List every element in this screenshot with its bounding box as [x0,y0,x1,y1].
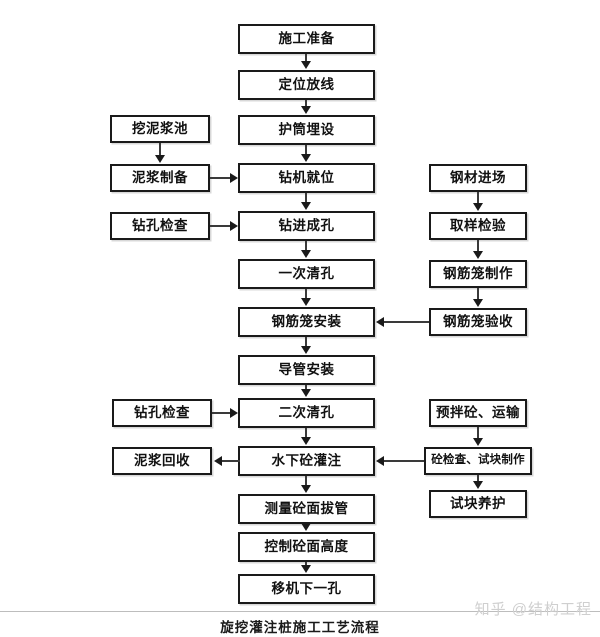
connector-r6-c10 [384,460,424,462]
node-gangjinlong-yanshou[interactable]: 钢筋笼验收 [429,308,527,336]
connector-l1-l2 [159,143,161,156]
node-zuanji-jiuwei[interactable]: 钻机就位 [238,163,375,193]
node-wa-nijiangchi[interactable]: 挖泥浆池 [110,115,210,143]
node-yuban-tong-yunshu[interactable]: 预拌砼、运输 [429,399,527,427]
node-kongzhi-tongmian-gaodu[interactable]: 控制砼面高度 [238,532,375,562]
connector-c3-c4 [305,145,307,155]
node-shikuai-yanghu[interactable]: 试块养护 [429,490,527,518]
arrow-l1-l2 [155,155,165,163]
arrow-l3-c5 [230,221,238,231]
connector-c6-c7 [305,289,307,299]
node-yiji-xiayikong[interactable]: 移机下一孔 [238,574,375,604]
arrow-r6-r7 [473,481,483,489]
arrow-c12-c13 [301,565,311,573]
connector-r5-r6 [477,427,479,439]
connector-r4-c7 [384,321,429,323]
arrow-l2-c4 [230,173,238,183]
node-zuankong-jiancha-top[interactable]: 钻孔检查 [110,212,210,240]
connector-c5-c6 [305,241,307,251]
connector-c12-c13 [305,562,307,567]
connector-c9-c10 [305,428,307,438]
arrow-c10-l5 [214,456,222,466]
arrow-c4-c5 [301,202,311,210]
connector-l3-c5 [210,225,231,227]
node-tong-jiancha-shikuai-zhizuo[interactable]: 砼检查、试块制作 [424,447,532,475]
connector-c7-c8 [305,337,307,347]
node-nijiang-zhibei[interactable]: 泥浆制备 [110,164,210,192]
connector-r2-r3 [477,240,479,252]
arrow-c10-c11 [301,485,311,493]
connector-l2-c4 [210,177,231,179]
node-dingwei-fangxian[interactable]: 定位放线 [238,70,375,100]
connector-r3-r4 [477,288,479,300]
node-celiang-tongmian-baguan[interactable]: 测量砼面拔管 [238,494,375,524]
arrow-c1-c2 [301,61,311,69]
arrow-r2-r3 [473,251,483,259]
connector-r1-r2 [477,192,479,204]
arrow-r1-r2 [473,203,483,211]
arrow-c6-c7 [301,298,311,306]
caption-divider [0,611,600,612]
arrow-r3-r4 [473,299,483,307]
node-gangjinlong-zhizuo[interactable]: 钢筋笼制作 [429,260,527,288]
arrow-c3-c4 [301,154,311,162]
connector-c2-c3 [305,100,307,107]
watermark: 知乎 @结构工程 [474,601,592,618]
arrow-c5-c6 [301,250,311,258]
node-nijiang-huishou[interactable]: 泥浆回收 [112,447,212,475]
node-yici-qingkong[interactable]: 一次清孔 [238,259,375,289]
node-shuixia-tong-guanzhu[interactable]: 水下砼灌注 [238,446,375,476]
node-shigong-zhunbei[interactable]: 施工准备 [238,24,375,54]
arrow-r4-c7 [376,317,384,327]
node-zuanjin-chengkong[interactable]: 钻进成孔 [238,211,375,241]
node-zuankong-jiancha-bottom[interactable]: 钻孔检查 [112,399,212,427]
node-erci-qingkong[interactable]: 二次清孔 [238,398,375,428]
node-gangcai-jinchang[interactable]: 钢材进场 [429,164,527,192]
arrow-r5-r6 [473,438,483,446]
node-daoguan-anzhuang[interactable]: 导管安装 [238,355,375,385]
arrow-r6-c10 [376,456,384,466]
node-gangjinlong-anzhuang[interactable]: 钢筋笼安装 [238,307,375,337]
connector-r6-r7 [477,475,479,482]
node-hutong-maishe[interactable]: 护筒埋设 [238,115,375,145]
arrow-c2-c3 [301,106,311,114]
connector-c10-l5 [222,460,240,462]
connector-c4-c5 [305,193,307,203]
connector-c8-c9 [305,385,307,390]
connector-l4-c9 [212,412,231,414]
diagram-caption: 旋挖灌注桩施工工艺流程 [220,620,380,635]
arrow-c11-c12 [301,523,311,531]
connector-c10-c11 [305,476,307,486]
arrow-c7-c8 [301,346,311,354]
arrow-c9-c10 [301,437,311,445]
connector-c1-c2 [305,54,307,62]
arrow-c8-c9 [301,389,311,397]
arrow-l4-c9 [230,408,238,418]
node-quyang-jianyan[interactable]: 取样检验 [429,212,527,240]
